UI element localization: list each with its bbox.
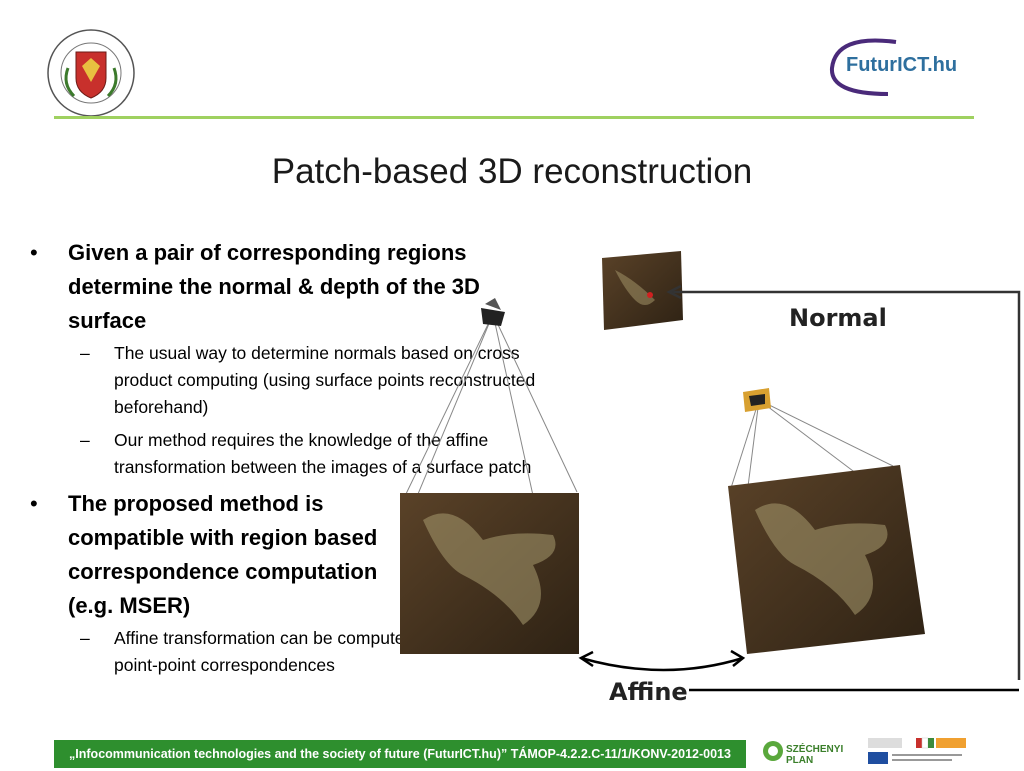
camera-right-icon xyxy=(743,388,771,412)
futurict-logo: FuturICT.hu xyxy=(826,36,976,98)
footer-bar: „Infocommunication technologies and the … xyxy=(54,740,746,768)
sub-bullet-marker: – xyxy=(80,343,90,363)
sub-bullet-marker: – xyxy=(80,628,90,648)
university-seal-icon xyxy=(46,28,136,118)
sub-bullet-text: The usual way to determine normals based… xyxy=(114,343,536,417)
bullet-list: • Given a pair of corresponding regions … xyxy=(30,236,572,685)
szechenyi-plan-logo: SZÉCHENYI PLAN xyxy=(762,738,862,766)
reconstruction-figure: Normal Affine xyxy=(395,240,1024,710)
normal-image-thumbnail xyxy=(602,251,683,330)
eu-funding-logo xyxy=(868,736,968,766)
slide-title: Patch-based 3D reconstruction xyxy=(271,152,753,191)
header-divider xyxy=(54,116,974,119)
right-image-patch xyxy=(728,465,925,654)
affine-arrow xyxy=(578,649,1019,692)
sub-bullet-marker: – xyxy=(80,430,90,450)
sub-bullet-item: – The usual way to determine normals bas… xyxy=(68,340,558,421)
bullet-text: The proposed method is compatible with r… xyxy=(68,491,378,618)
bullet-marker: • xyxy=(30,491,38,516)
futurict-logo-text: FuturICT.hu xyxy=(846,54,958,76)
label-normal: Normal xyxy=(789,304,887,332)
camera-view-lines-left xyxy=(402,313,578,551)
bullet-text: Given a pair of corresponding regions de… xyxy=(68,240,480,333)
szechenyi-plan-text: SZÉCHENYI PLAN xyxy=(786,744,844,766)
left-image-patch xyxy=(400,493,579,654)
camera-left-icon xyxy=(481,298,505,326)
normal-arrow xyxy=(666,284,1021,680)
bullet-item: • Given a pair of corresponding regions … xyxy=(30,236,548,481)
label-affine: Affine xyxy=(609,678,688,706)
bullet-item: • The proposed method is compatible with… xyxy=(30,487,572,679)
sub-bullet-list: – The usual way to determine normals bas… xyxy=(68,340,558,481)
bullet-marker: • xyxy=(30,240,38,265)
